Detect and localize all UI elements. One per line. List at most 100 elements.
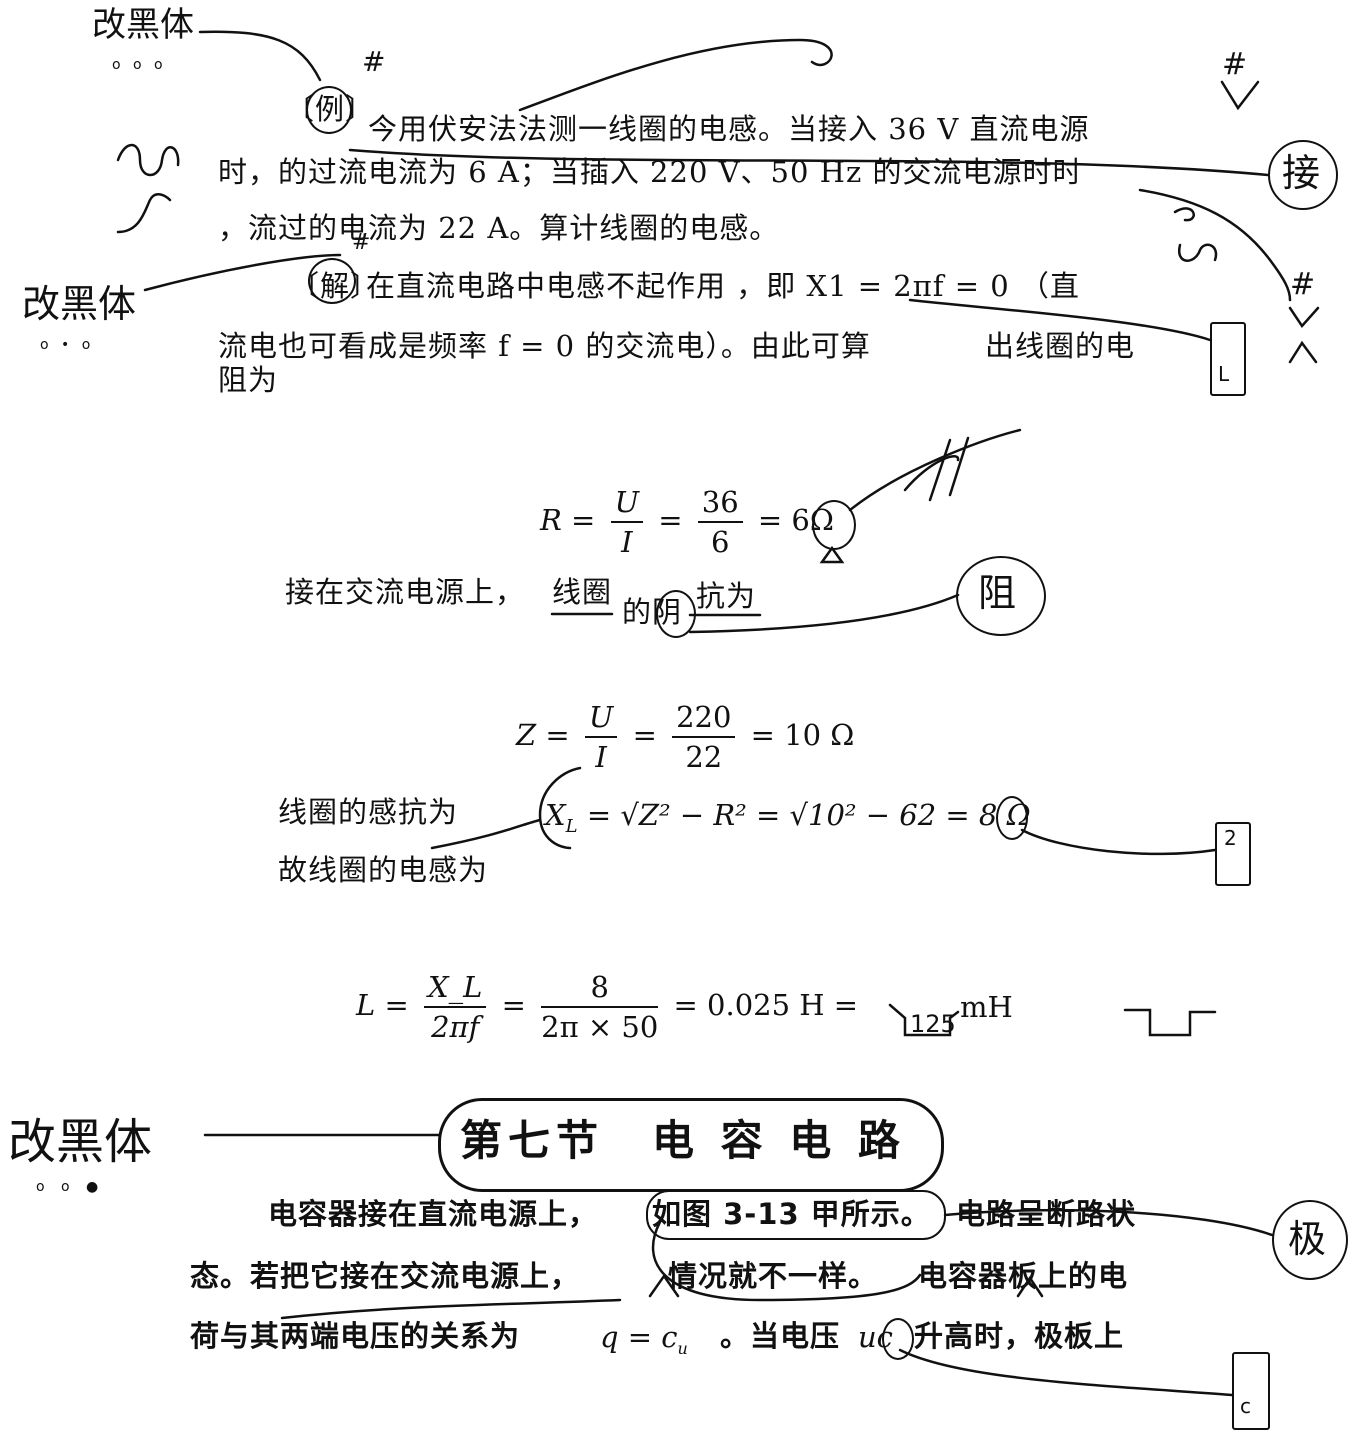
stroke-bracket-xl [538,766,582,850]
ac-line-a: 接在交流电源上， [285,575,526,609]
stroke-caret-2 [1016,1275,1044,1298]
stroke-arrow-right-1 [1220,80,1260,111]
equation-r-frac-2-num: 36 [697,485,743,523]
insert-char-ji: 极 [1288,1217,1327,1261]
insert-circle-jie [1268,140,1338,210]
stroke-link-jie2 [143,253,342,292]
cap-line-1b-circle [646,1190,946,1240]
stroke-tri [819,545,845,564]
equation-l-frac-2-num: 8 [541,970,659,1008]
stroke-link-zu [688,593,960,634]
insert-circle-zu [956,556,1046,636]
xl-formula-symbol: X [545,798,566,832]
equation-z-frac-1-num: U [584,700,618,738]
example-line-3: ，流过的电流为 22 A。算计线圈的电感。 [218,211,780,245]
section-title: 第七节 电 容 电 路 [460,1116,906,1165]
equation-l-eq: = [501,988,526,1022]
stroke-link-2 [1020,828,1217,856]
stroke-link-l [908,298,1212,342]
cap-line-3e: 升高时，极板上 [914,1319,1125,1353]
stroke-link-ji [943,1208,1274,1237]
equation-z-frac-1-den: I [595,740,607,774]
cap-line-3b-text: q = c [600,1320,678,1354]
font-change-annotation-2: 改黑体 [22,282,137,326]
cap-line-2c: 电容器板上的电 [918,1259,1129,1293]
solution-line-1: 在直流电路中电感不起作用 ，即 X1 = 2πf = 0 （直 [366,269,1080,303]
equation-r-eq: = [658,503,683,537]
box-letter-c [1232,1352,1270,1430]
stroke-caret-right [1288,340,1318,364]
stroke-wave-left [116,143,180,177]
dots-annotation-1: o o o [112,57,167,73]
dots-annotation-3: o o ● [36,1179,105,1195]
equation-l-unit: mH [960,990,1013,1024]
stroke-s-left [116,193,172,234]
equation-l-frac-2-den: 2π × 50 [541,1010,659,1044]
stroke-125-bracket [888,1003,960,1037]
solution-line-2: 流电也可看成是频率 f = 0 的交流电）。由此可算 [218,329,871,363]
box-letter-l [1210,322,1246,396]
example-label-circle [306,86,352,134]
cap-line-3b: q = cu [600,1320,688,1358]
stroke-swirl-top [518,38,833,112]
stroke-squiggle [1173,207,1195,222]
equation-r-lhs: R = [540,503,596,537]
example-line-2: 时，的过流电流为 6 A；当插入 220 V、50 Hz 的交流电源时时 [218,155,1083,189]
stroke-caret-1 [648,1273,680,1298]
stroke-link-ohm [848,428,1022,512]
insert-char-zu: 阻 [978,571,1017,615]
cap-line-3a: 荷与其两端电压的关系为 [190,1319,521,1353]
solution-line-2b: 出线圈的电 [985,329,1136,363]
xl-label: 线圈的感抗为 [278,795,459,829]
xl-formula-rest: = √Z² − R² = √10² − 62 = 8 Ω [577,798,1031,832]
stroke-loop-cap [651,1220,922,1302]
cap-line-1c: 电路呈断路状 [956,1197,1137,1231]
hash-mark-1: # [362,45,386,78]
ac-line-circle [656,590,696,638]
ac-line-b: 线圈 [552,575,613,609]
cap-line-2a: 态。若把它接在交流电源上， [190,1259,581,1293]
xl-formula-sub: L [565,815,578,837]
example-line-1: 今用伏安法法测一线圈的电感。当接入 36 V 直流电源 [368,112,1090,146]
equation-z-lhs: Z = [516,718,570,752]
font-change-annotation-1: 改黑体 [92,5,194,45]
solution-label-circle [308,258,356,304]
stroke-link-top [198,30,322,82]
insert-circle-ji [1272,1200,1348,1280]
stroke-hash-ohm [903,436,970,502]
equation-z-eq: = [632,718,657,752]
ohm-circle [812,500,856,550]
dots-annotation-2: o • o [40,337,95,353]
box-char-c: c [1240,1394,1251,1418]
stroke-s-right [1177,243,1218,262]
xl-formula: XL = √Z² − R² = √10² − 62 = 8 Ω [545,798,1031,837]
equation-r-frac-2-den: 6 [711,525,730,559]
stroke-link-shi [1138,188,1292,302]
equation-l-frac-1-den: 2πf [431,1010,480,1044]
value-125-annotation: 125 [910,1010,956,1038]
stroke-arrow-right-2 [1288,306,1320,329]
xl-six-circle [996,796,1028,840]
box-letter-2 [1215,822,1251,886]
box-char-2: 2 [1224,826,1237,850]
l-label: 故线圈的电感为 [278,853,489,887]
cap-line-2b: 情况就不一样。 [668,1259,879,1293]
cap-line-3c: 。当电压 [720,1319,841,1353]
equation-z-frac-2-den: 22 [685,740,723,774]
insert-char-jie: 接 [1282,151,1321,195]
stroke-arrow-xl [430,818,542,850]
font-change-annotation-3: 改黑体 [8,1114,153,1170]
stroke-arrow-cap [280,1298,622,1320]
solution-line-3: 阻为 [218,363,279,397]
equation-l-rhs: = 0.025 H = [673,988,859,1022]
